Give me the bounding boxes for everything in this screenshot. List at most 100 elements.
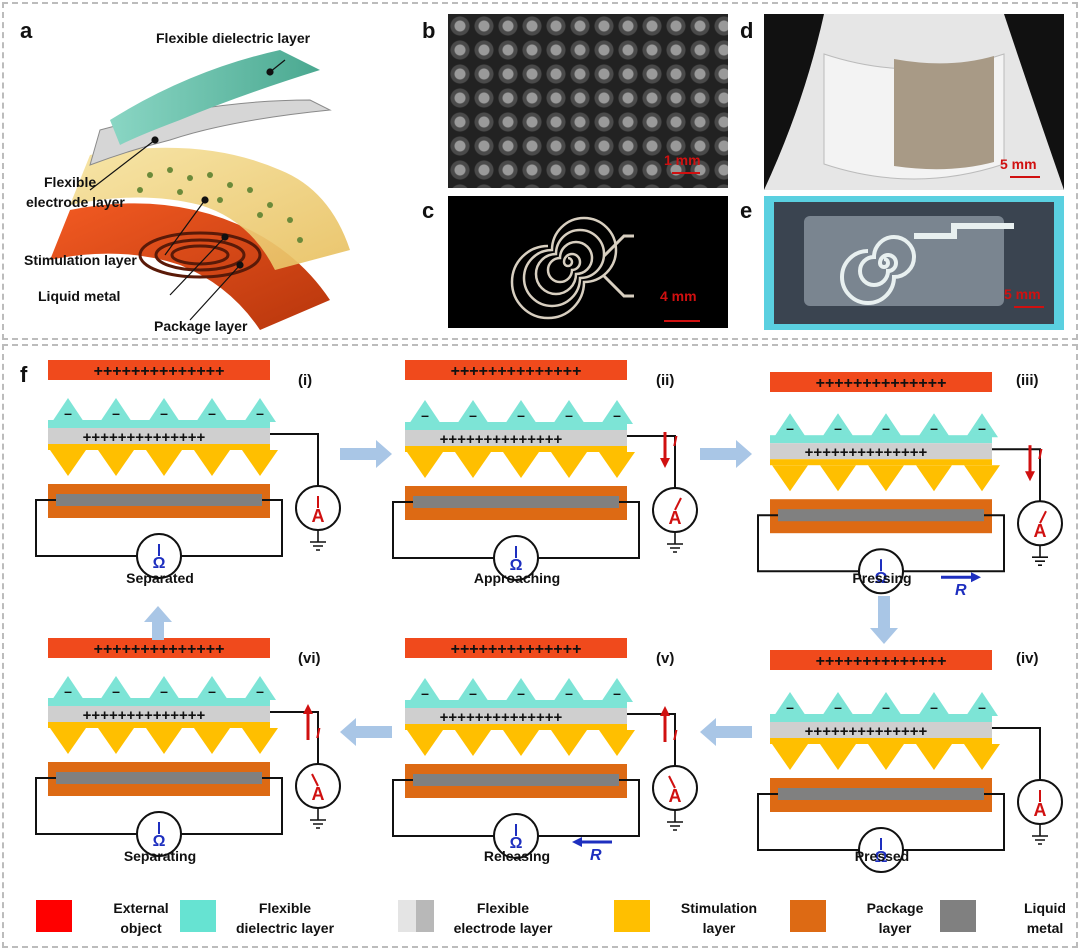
panel-a-label: a [20,18,33,43]
stimulation-layer [405,446,627,452]
panel-f-diagram: ++++++++++++++–––––++++++++++++++ΩA+++++… [35,360,1063,873]
svg-text:–: – [160,683,168,699]
stimulation-spike [50,450,86,476]
dielectric-pyramid [553,678,585,702]
flow-arrow-6-1 [144,606,172,640]
external-charge: ++++++++++++++ [94,641,225,658]
stimulation-spike [503,452,539,478]
dielectric-pyramid [870,692,902,716]
panel-d-label: d [740,18,754,43]
legend-swatch [940,900,976,932]
stage-4-number: (iv) [1016,650,1039,667]
ground-symbol [310,808,326,829]
label-package: Package layer [154,318,248,334]
panel-c-label: c [422,198,435,223]
svg-text:–: – [786,420,794,436]
ohmmeter-wire [757,793,1005,851]
external-object [405,360,627,380]
panel-c-image [448,196,728,328]
spiral-coil [510,216,618,320]
dielectric-pyramid [505,678,537,702]
svg-text:A: A [1034,800,1047,820]
dielectric-pyramid [100,676,132,700]
scale-bar-c [664,320,700,322]
dielectric-pyramid [244,398,276,422]
dielectric-pyramid [196,398,228,422]
panel-e-image [764,196,1064,330]
stimulation-spike [916,744,952,770]
stage-3-name: Pressing [852,570,912,586]
stimulation-spike [242,450,278,476]
liquid-metal [413,774,619,786]
scale-text-d: 5 mm [1000,156,1037,172]
stage-3-number: (iii) [1016,372,1039,389]
stage-6-number: (vi) [298,650,321,667]
flow-arrow-1-2 [340,440,392,468]
ground-symbol [1032,545,1048,566]
dielectric-pyramid [196,676,228,700]
scale-bar-d [1010,176,1040,178]
stimulation-spike [98,728,134,754]
scale-text-c: 4 mm [660,288,697,304]
electrode-layer [770,722,992,738]
panel-d-image [764,14,1064,190]
current-label: I [316,725,321,742]
external-charge: ++++++++++++++ [816,653,947,670]
svg-text:–: – [978,420,986,436]
stimulation-spike [964,744,1000,770]
stimulation-spike [551,730,587,756]
flow-arrow-2-3 [700,440,752,468]
electrode-layer [48,706,270,722]
stimulation-spike [407,730,443,756]
bottom-panel-frame [2,344,1078,948]
dielectric-pyramid [52,676,84,700]
resistance-label: R [590,847,602,864]
label-flexible-dielectric: Flexible dielectric layer [156,30,311,46]
svg-text:–: – [160,405,168,421]
label-stimulation: Stimulation layer [24,252,137,268]
svg-text:Ω: Ω [510,835,523,852]
stage-1-schematic: ++++++++++++++–––––++++++++++++++ΩA [35,360,341,579]
stimulation-spike [455,730,491,756]
dielectric-pyramid [244,676,276,700]
dielectric-pyramid [918,692,950,716]
top-panel-frame [2,2,1078,340]
ammeter-wire [270,711,319,764]
legend-swatch [398,900,434,932]
dielectric-pyramid [100,398,132,422]
ammeter-wire [270,433,319,486]
dielectric-pyramid [822,692,854,716]
svg-text:Ω: Ω [153,833,166,850]
svg-text:–: – [613,407,621,423]
panel-b-label: b [422,18,436,43]
svg-text:–: – [112,683,120,699]
svg-text:A: A [669,508,682,528]
ohmmeter-wire [35,777,283,835]
legend-swatch [36,900,72,932]
stimulation-spike [98,450,134,476]
svg-text:++++++++++++++: ++++++++++++++ [805,444,928,461]
stimulation-layer [48,722,270,728]
stimulation-spike [820,465,856,492]
dielectric-pyramid [774,413,806,438]
stage-5-number: (v) [656,650,675,667]
panel-e-label: e [740,198,753,223]
stage-4-schematic: ++++++++++++++–––––++++++++++++++ΩA [757,650,1063,873]
electrode-layer [405,430,627,446]
stimulation-spike [146,728,182,754]
current-label: I [673,727,678,744]
stage-2-name: Approaching [473,570,561,586]
svg-text:–: – [786,699,794,715]
stimulation-spike [868,465,904,492]
dielectric-pyramid [774,692,806,716]
svg-text:++++++++++++++: ++++++++++++++ [440,431,563,448]
stimulation-layer [770,738,992,744]
svg-text:Ω: Ω [153,555,166,572]
external-charge: ++++++++++++++ [816,375,947,392]
svg-text:–: – [256,405,264,421]
stage-5-name: Releasing [483,848,551,864]
svg-text:–: – [64,683,72,699]
